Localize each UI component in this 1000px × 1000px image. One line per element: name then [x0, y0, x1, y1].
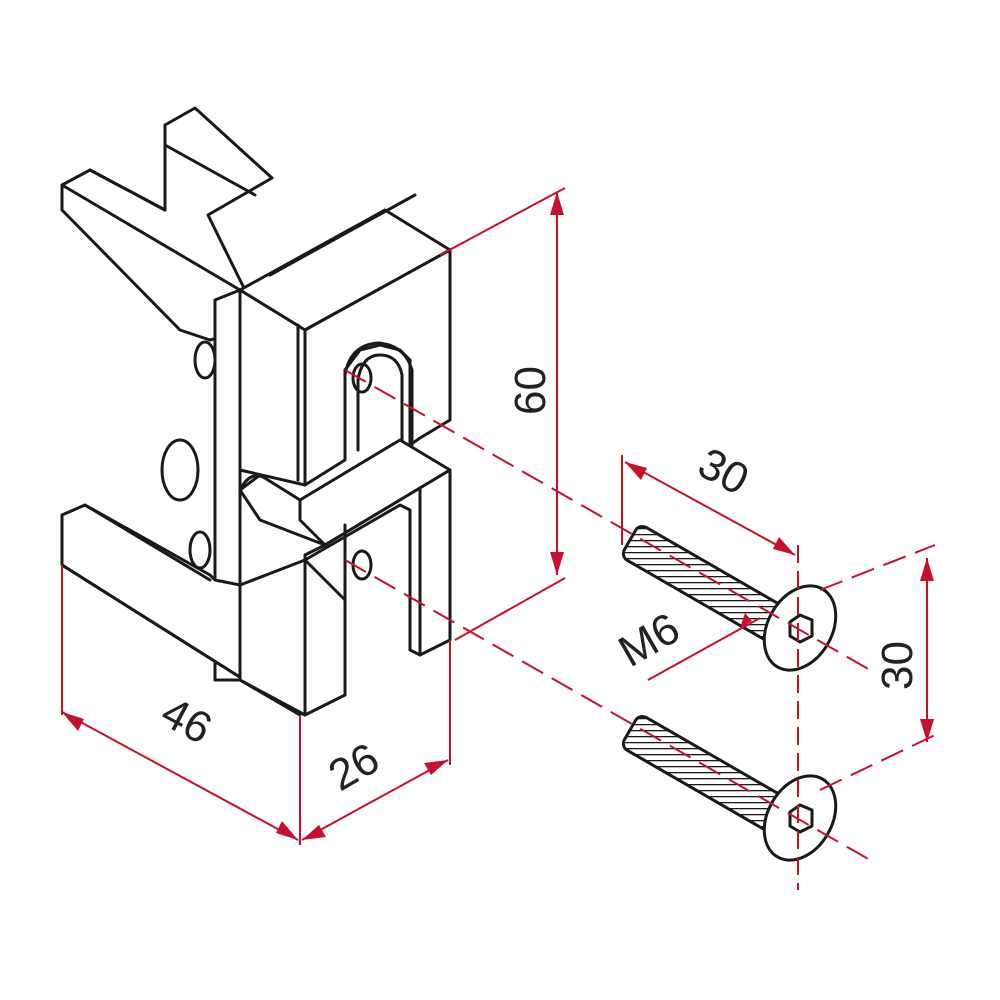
screw-head-lower	[762, 774, 838, 862]
height-label: 60	[506, 366, 555, 415]
screw-lower	[621, 714, 838, 862]
depth-label: 26	[321, 734, 388, 801]
screw-head-upper	[762, 584, 838, 672]
bracket-part	[60, 106, 452, 717]
thread-size-label: M6	[611, 604, 688, 677]
screw-spacing-label: 30	[873, 641, 922, 690]
width-dimension-line	[61, 711, 299, 841]
hex-socket-icon	[788, 613, 814, 644]
bracket-lower-side	[238, 558, 307, 717]
screw-length-label: 30	[690, 439, 756, 505]
depth-dimension-line	[301, 759, 449, 841]
screw-length-dimension-line	[624, 461, 796, 556]
peg-upper	[193, 340, 217, 380]
peg-middle	[160, 438, 200, 502]
width-label: 46	[153, 688, 219, 754]
hex-socket-icon	[788, 803, 814, 834]
thread-leader-line	[647, 617, 761, 681]
bracket-lower-front	[303, 468, 452, 717]
dimension-lines	[61, 187, 936, 890]
peg-lower	[188, 530, 212, 570]
screw-upper	[621, 524, 838, 672]
